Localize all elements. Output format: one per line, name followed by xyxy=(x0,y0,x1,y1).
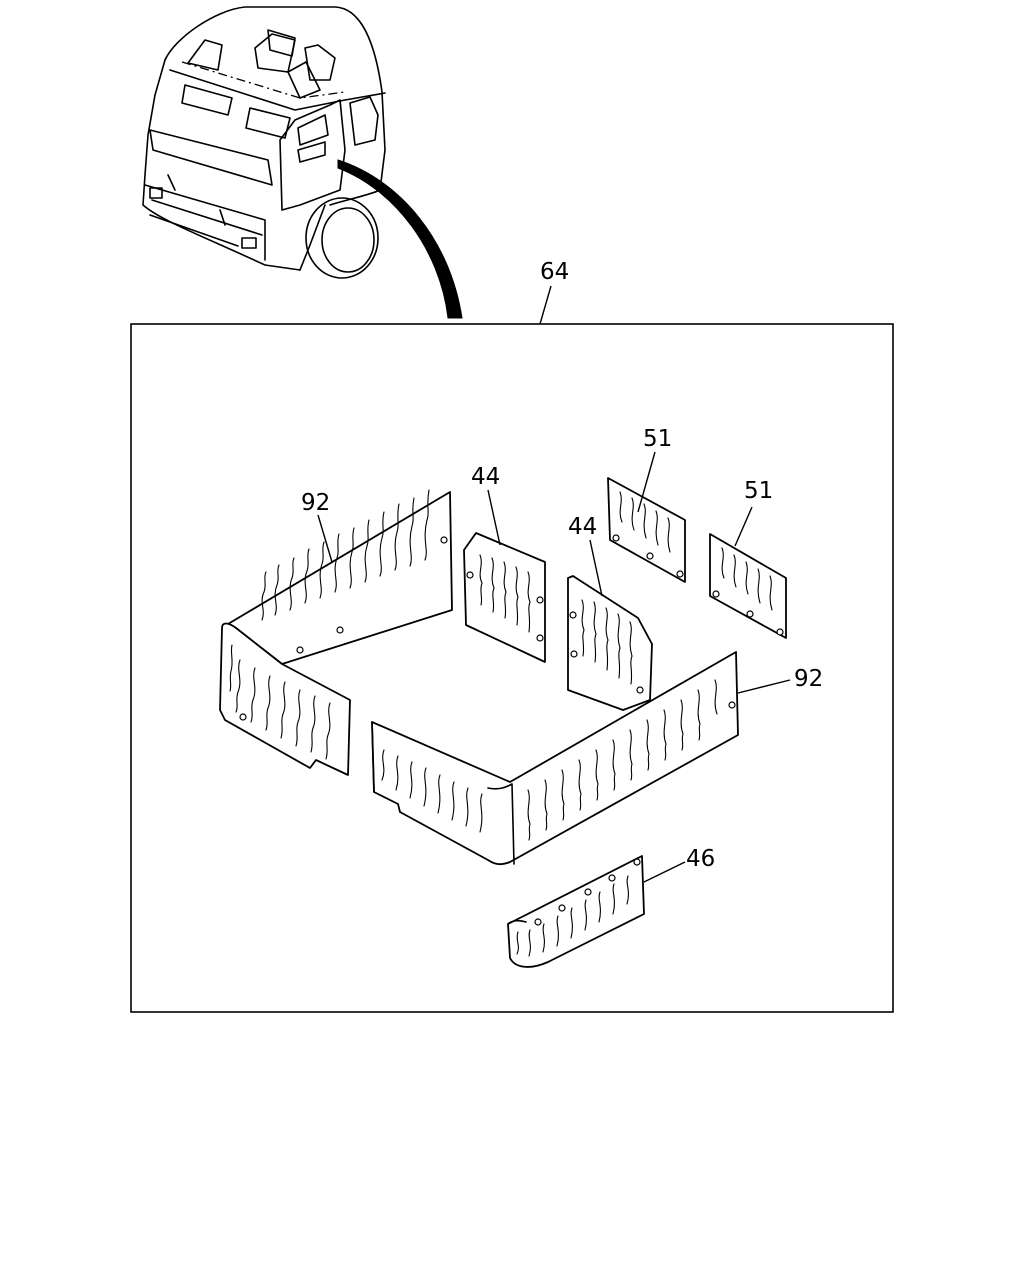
roof-panel-left-leader xyxy=(637,451,656,513)
assembly-frame xyxy=(130,323,894,1013)
roof-panel-left xyxy=(607,477,686,583)
floor-panel xyxy=(507,855,645,968)
callout-46: 46 xyxy=(686,846,715,872)
roof-panel-right xyxy=(709,533,787,639)
door-panel-left xyxy=(463,532,546,663)
detail-pointer-arrow xyxy=(337,159,463,319)
callout-44-left: 44 xyxy=(471,464,500,490)
front-panel xyxy=(371,651,739,866)
rear-wall-panel xyxy=(219,489,453,776)
truck-cab-illustration xyxy=(142,6,386,279)
callout-44-right: 44 xyxy=(568,514,597,540)
assembly-leader xyxy=(539,285,552,325)
callout-64: 64 xyxy=(540,259,569,285)
door-panel-right-leader xyxy=(589,539,603,597)
front-panel-leader xyxy=(737,679,791,694)
callout-51-left: 51 xyxy=(643,426,672,452)
callout-51-right: 51 xyxy=(744,478,773,504)
floor-panel-leader xyxy=(643,861,686,883)
callout-92-rear: 92 xyxy=(301,490,330,516)
door-panel-right xyxy=(567,575,653,711)
callout-92-front: 92 xyxy=(794,666,823,692)
door-panel-left-leader xyxy=(487,489,501,546)
roof-panel-right-leader xyxy=(734,506,753,547)
rear-wall-panel-leader xyxy=(317,514,333,563)
